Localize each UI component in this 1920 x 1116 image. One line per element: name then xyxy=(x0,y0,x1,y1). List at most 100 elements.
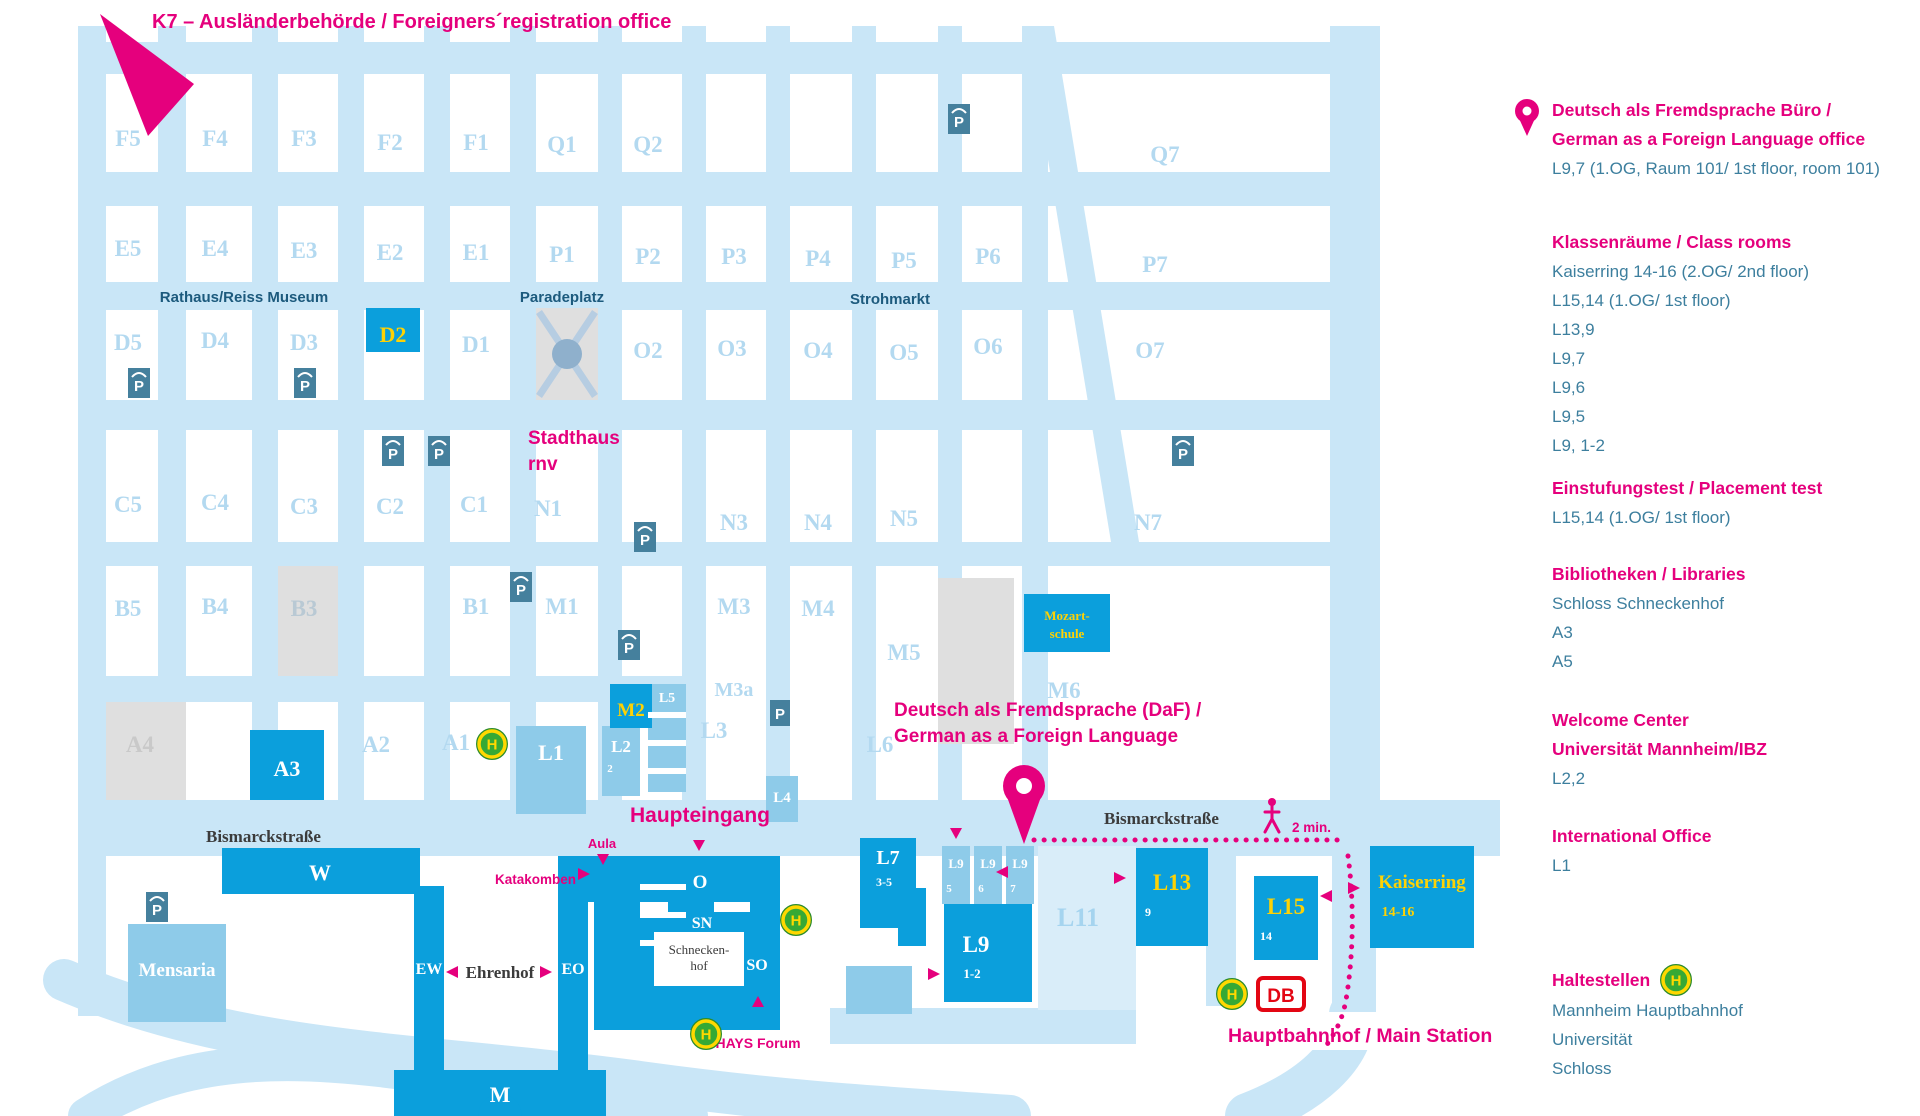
map-label: L5 xyxy=(659,691,675,706)
map-label: Mozart- xyxy=(1044,608,1089,623)
city-block-gray xyxy=(106,702,186,800)
building-box xyxy=(128,924,226,1022)
building-box xyxy=(1006,846,1034,904)
map-label: German as a Foreign Language xyxy=(894,726,1178,747)
map-label: M2 xyxy=(617,700,644,721)
parking-icon: P xyxy=(640,532,650,549)
map-label: D4 xyxy=(201,328,230,353)
bus-stop-icon xyxy=(1217,979,1247,1009)
bus-stop-icon xyxy=(690,1018,722,1050)
building-box xyxy=(1024,594,1110,652)
map-label: P5 xyxy=(891,248,917,273)
legend-item: L15,14 (1.OG/ 1st floor) xyxy=(1552,508,1731,527)
map-label: M3a xyxy=(715,679,754,701)
map-label: L9 xyxy=(980,856,996,871)
map-label: L1 xyxy=(538,740,564,765)
legend-header: Deutsch als Fremdsprache Büro / xyxy=(1552,100,1832,120)
city-block-gray xyxy=(278,566,338,676)
legend-header: Einstufungstest / Placement test xyxy=(1552,478,1823,498)
legend-header: International Office xyxy=(1552,826,1712,846)
legend-item: A5 xyxy=(1552,652,1573,671)
parking-icon: P xyxy=(434,446,444,463)
map-label: D2 xyxy=(380,322,407,347)
direction-arrow xyxy=(578,868,590,880)
street xyxy=(1330,26,1380,856)
walking-person-icon xyxy=(1268,798,1276,806)
street xyxy=(78,42,1380,74)
map-label: E4 xyxy=(202,236,229,261)
direction-arrow xyxy=(540,966,552,978)
map-label: P2 xyxy=(635,244,661,269)
map-label: Kaiserring xyxy=(1378,872,1466,893)
map-label: N1 xyxy=(534,496,562,521)
map-label: Mensaria xyxy=(138,960,216,981)
map-label: N3 xyxy=(720,510,748,535)
parking-icon xyxy=(513,576,529,582)
legend-panel: Deutsch als Fremdsprache Büro / German as… xyxy=(1515,0,1912,1116)
street xyxy=(78,542,1380,566)
building-box xyxy=(250,730,324,800)
courtyard-box xyxy=(648,740,686,746)
parking-icon xyxy=(149,896,165,902)
legend-item: Schloss Schneckenhof xyxy=(1552,594,1724,613)
map-label: schule xyxy=(1050,626,1085,641)
direction-arrow xyxy=(752,996,764,1007)
legend-item: L15,14 (1.OG/ 1st floor) xyxy=(1552,291,1731,310)
legend-item: L13,9 xyxy=(1552,320,1595,339)
map-label: E1 xyxy=(463,240,490,265)
direction-arrow xyxy=(1348,882,1360,894)
map-label: Haupteingang xyxy=(630,804,770,827)
map-label: C3 xyxy=(290,494,318,519)
map-label: L9 xyxy=(963,932,990,957)
bus-stop-icon xyxy=(780,904,812,936)
map-label: Bismarckstraße xyxy=(206,827,321,846)
courtyard-box xyxy=(640,884,686,890)
map-label: 3-5 xyxy=(876,875,892,889)
street xyxy=(158,26,186,802)
building-box xyxy=(1254,876,1318,960)
map-label: A3 xyxy=(274,756,301,781)
building-box xyxy=(516,726,586,814)
bus-stop-icon: H xyxy=(1660,964,1693,996)
building-apse xyxy=(478,1094,522,1116)
courtyard-box xyxy=(714,902,750,912)
building-box xyxy=(558,856,780,902)
building-box xyxy=(766,776,798,822)
direction-arrow xyxy=(1320,890,1332,902)
map-label: F3 xyxy=(291,126,317,151)
bus-stop-icon: H xyxy=(701,1027,712,1044)
map-label: Ehrenhof xyxy=(466,963,535,982)
parking-icon: P xyxy=(954,114,964,131)
parking-icon: P xyxy=(134,378,144,395)
building-box xyxy=(846,966,912,1014)
building-box xyxy=(944,904,1032,1002)
building-box xyxy=(222,848,420,894)
legend-header: German as a Foreign Language office xyxy=(1552,129,1866,149)
daf-pin-icon xyxy=(1006,794,1042,844)
street xyxy=(78,172,1380,206)
parking-icon xyxy=(621,634,637,640)
map-label: SO xyxy=(746,957,767,974)
map-label: SN xyxy=(692,915,713,932)
legend-header: Klassenräume / Class rooms xyxy=(1552,232,1792,252)
parking-icon xyxy=(770,700,790,726)
map-label: L15 xyxy=(1267,894,1305,919)
building-box xyxy=(602,726,640,796)
legend-item: L9,6 xyxy=(1552,378,1586,397)
legend-item: Universität xyxy=(1552,1030,1633,1049)
map-label: M4 xyxy=(801,596,835,621)
map-label: O6 xyxy=(973,334,1002,359)
map-label: Strohmarkt xyxy=(850,291,930,308)
map-label: Paradeplatz xyxy=(520,289,604,306)
parking-icon: P xyxy=(775,706,785,723)
building-box xyxy=(974,846,1002,904)
map-label: P1 xyxy=(549,242,575,267)
map-label: A2 xyxy=(362,732,390,757)
map-label: K7 – Ausländerbehörde / Foreigners´regis… xyxy=(152,11,671,33)
map-label: O2 xyxy=(633,338,662,363)
map-label: P3 xyxy=(721,244,747,269)
direction-arrow xyxy=(597,854,609,865)
